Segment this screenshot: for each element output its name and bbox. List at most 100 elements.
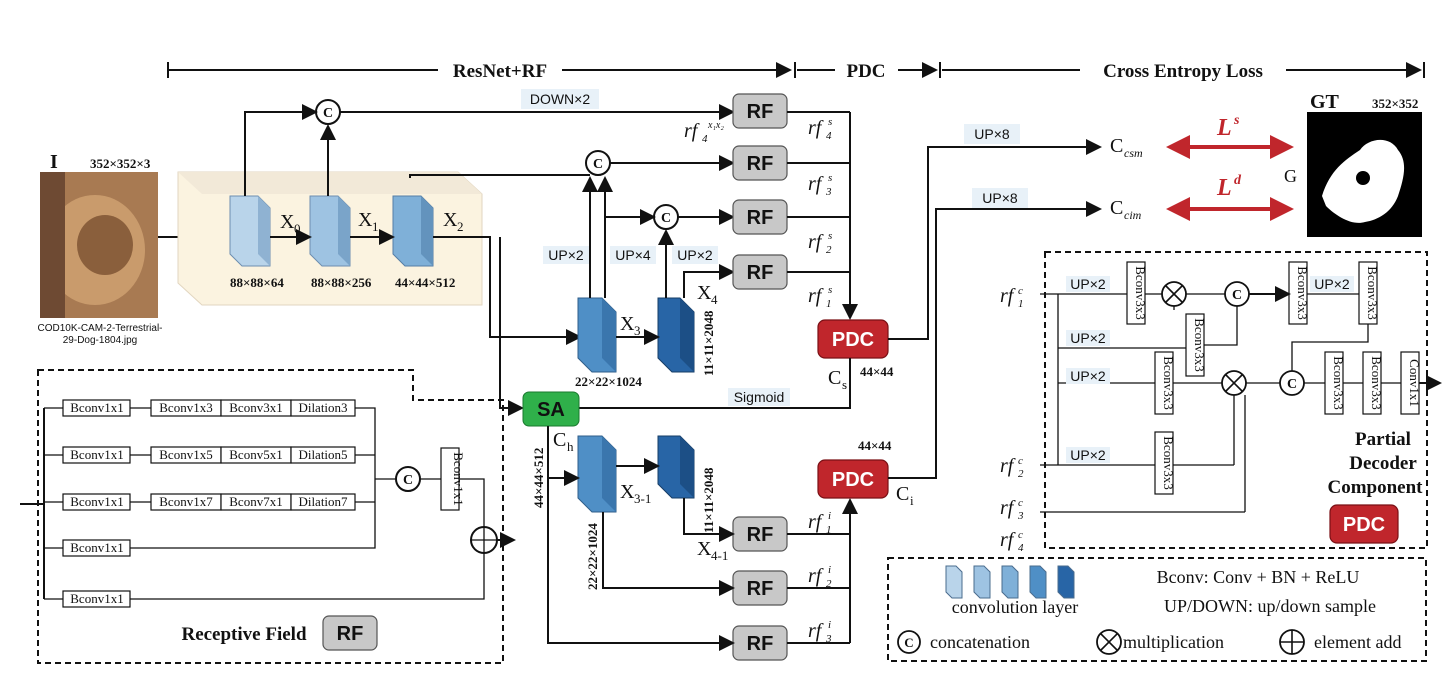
svg-text:C: C (904, 635, 913, 650)
partial-decoder-panel: rf 1 c rf 2 c rf 3 c rf 4 c UP×2 UP×2 UP… (1000, 251, 1442, 554)
svg-text:Dilation3: Dilation3 (298, 400, 347, 415)
rf-box-3: RF (732, 145, 788, 181)
svg-text:PDC: PDC (1343, 514, 1385, 536)
rf-i-outputs: rf 1 i rf 2 i rf 3 i (787, 498, 858, 645)
input-size: 352×352×3 (90, 156, 151, 171)
svg-text:Partial: Partial (1355, 429, 1411, 450)
svg-text:cim: cim (1124, 208, 1142, 222)
svg-text:C: C (593, 157, 603, 172)
loss-s: L (1216, 115, 1232, 141)
gt-mask-image (1307, 112, 1422, 237)
svg-text:Bconv1x1: Bconv1x1 (70, 494, 123, 509)
svg-text:i: i (828, 619, 831, 631)
gt-size: 352×352 (1372, 96, 1418, 111)
svg-text:multiplication: multiplication (1123, 632, 1224, 652)
svg-text:Bconv1x1: Bconv1x1 (70, 400, 123, 415)
svg-text:h: h (567, 439, 574, 454)
svg-text:d: d (1234, 173, 1242, 188)
conv-block-x3 (577, 297, 617, 373)
svg-text:Bconv1x3: Bconv1x3 (159, 400, 212, 415)
svg-text:s: s (828, 284, 832, 296)
svg-text:4: 4 (1018, 542, 1024, 554)
input-label: I (50, 151, 58, 173)
svg-text:Conv1x1: Conv1x1 (1407, 359, 1422, 407)
svg-text:rf: rf (808, 285, 824, 307)
svg-text:UP×2: UP×2 (1070, 330, 1106, 346)
conv-block-x4b (657, 435, 695, 499)
svg-text:3: 3 (825, 186, 832, 198)
svg-text:Bconv3x3: Bconv3x3 (1161, 436, 1176, 489)
dim-x2: 44×44×512 (395, 275, 455, 290)
svg-text:s: s (828, 230, 832, 242)
label-x0-sub: 0 (294, 221, 301, 236)
tag-down2: DOWN×2 (521, 89, 599, 109)
svg-text:RF: RF (337, 623, 364, 645)
svg-text:i: i (828, 564, 831, 576)
svg-text:rf: rf (808, 620, 824, 642)
pdc-s: PDC (817, 319, 889, 359)
svg-text:Bconv3x3: Bconv3x3 (1331, 356, 1346, 409)
sa-block: SA (522, 391, 580, 427)
svg-text:PDC: PDC (832, 329, 874, 351)
svg-text:2: 2 (826, 578, 832, 590)
svg-text:rf: rf (1000, 529, 1016, 551)
svg-text:convolution layer: convolution layer (952, 597, 1078, 617)
conv-block-x1 (309, 195, 351, 267)
rf-box-i2: RF (732, 570, 788, 606)
svg-text:UP×8: UP×8 (974, 126, 1010, 142)
svg-text:c: c (1018, 455, 1023, 467)
svg-text:3-1: 3-1 (634, 491, 651, 506)
svg-text:UP×8: UP×8 (982, 190, 1018, 206)
svg-text:rf: rf (808, 511, 824, 533)
svg-text:2: 2 (1018, 468, 1024, 480)
tag-sigmoid: Sigmoid (728, 388, 790, 406)
legend-conv-swatch (1029, 565, 1047, 599)
svg-text:RF: RF (747, 101, 774, 123)
dim-x1: 88×88×256 (311, 275, 372, 290)
svg-text:Bconv7x1: Bconv7x1 (229, 494, 282, 509)
tag-up4: UP×4 (610, 246, 656, 264)
svg-text:UP×2: UP×2 (677, 247, 713, 263)
svg-text:3: 3 (1017, 510, 1024, 522)
legend-conv-swatch (1001, 565, 1019, 599)
input-filename-2: 29-Dog-1804.jpg (63, 335, 138, 346)
rf-box-1: RF (732, 254, 788, 290)
svg-text:c: c (1018, 285, 1023, 297)
svg-text:x₁x₂: x₁x₂ (707, 120, 724, 131)
svg-text:Bconv1x7: Bconv1x7 (159, 494, 213, 509)
legend-conv-swatch (945, 565, 963, 599)
svg-text:s: s (828, 172, 832, 184)
svg-text:Bconv5x1: Bconv5x1 (229, 447, 282, 462)
header-loss: Cross Entropy Loss (1103, 61, 1263, 82)
rf-box-2: RF (732, 199, 788, 235)
svg-text:Bconv1x1: Bconv1x1 (70, 591, 123, 606)
svg-text:4: 4 (702, 133, 708, 145)
svg-text:element add: element add (1314, 632, 1401, 652)
svg-text:Sigmoid: Sigmoid (734, 389, 785, 405)
header-resnet-rf: ResNet+RF (453, 61, 547, 82)
svg-text:C: C (403, 473, 413, 488)
dim-x4b: 11×11×2048 (701, 467, 716, 533)
svg-text:1: 1 (826, 524, 832, 536)
gt-label: GT (1310, 91, 1340, 113)
svg-text:C: C (661, 211, 671, 226)
label-x2-sub: 2 (457, 219, 464, 234)
svg-text:Bconv3x3: Bconv3x3 (1369, 356, 1384, 409)
conv-block-x2 (392, 195, 434, 267)
rf-s-outputs: rf 4 s rf 3 s rf 2 s rf 1 s (787, 111, 858, 320)
svg-text:UP×4: UP×4 (615, 247, 651, 263)
legend-conv-swatch (973, 565, 991, 599)
svg-text:Bconv3x3: Bconv3x3 (1295, 266, 1310, 319)
svg-text:DOWN×2: DOWN×2 (530, 91, 591, 107)
dim-x3b: 22×22×1024 (585, 523, 600, 590)
svg-text:2: 2 (826, 244, 832, 256)
svg-text:rf: rf (808, 565, 824, 587)
conv-block-x4 (657, 297, 695, 373)
legend-panel: convolution layer Bconv: Conv + BN + ReL… (887, 557, 1427, 662)
svg-text:PDC: PDC (832, 469, 874, 491)
svg-text:Bconv1x1: Bconv1x1 (70, 540, 123, 555)
svg-text:C: C (1232, 288, 1242, 303)
svg-text:Receptive Field: Receptive Field (181, 624, 306, 645)
svg-text:UP/DOWN: up/down sample: UP/DOWN: up/down sample (1164, 596, 1376, 616)
pdc-i-dim: 44×44 (858, 438, 892, 453)
